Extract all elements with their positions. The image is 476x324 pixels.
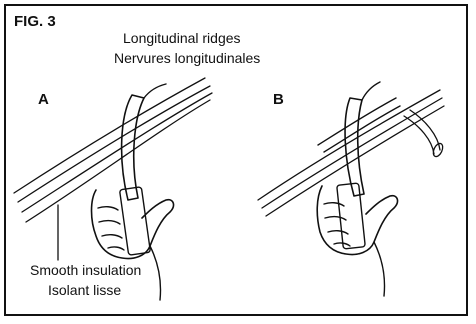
peeled-insulation-strip: [122, 95, 144, 200]
callout-ridges-english: Longitudinal ridges: [123, 30, 241, 46]
peeled-insulation-strip-b: [345, 98, 364, 196]
knife-handle: [120, 187, 151, 255]
duct-ridge-lines-b: [258, 90, 444, 216]
separated-ridge: [318, 98, 400, 152]
callout-smooth-english: Smooth insulation: [30, 262, 141, 278]
knife-handle-b: [337, 183, 366, 249]
panel-a-label: A: [38, 91, 49, 108]
panel-b-label: B: [273, 91, 284, 108]
callout-ridges-french: Nervures longitudinales: [114, 50, 260, 66]
hand-outline: [92, 190, 174, 259]
callout-smooth-french: Isolant lisse: [48, 282, 121, 298]
hand-outline-b: [317, 186, 397, 255]
panel-b-drawing: [258, 82, 445, 296]
figure-title: FIG. 3: [14, 13, 56, 30]
